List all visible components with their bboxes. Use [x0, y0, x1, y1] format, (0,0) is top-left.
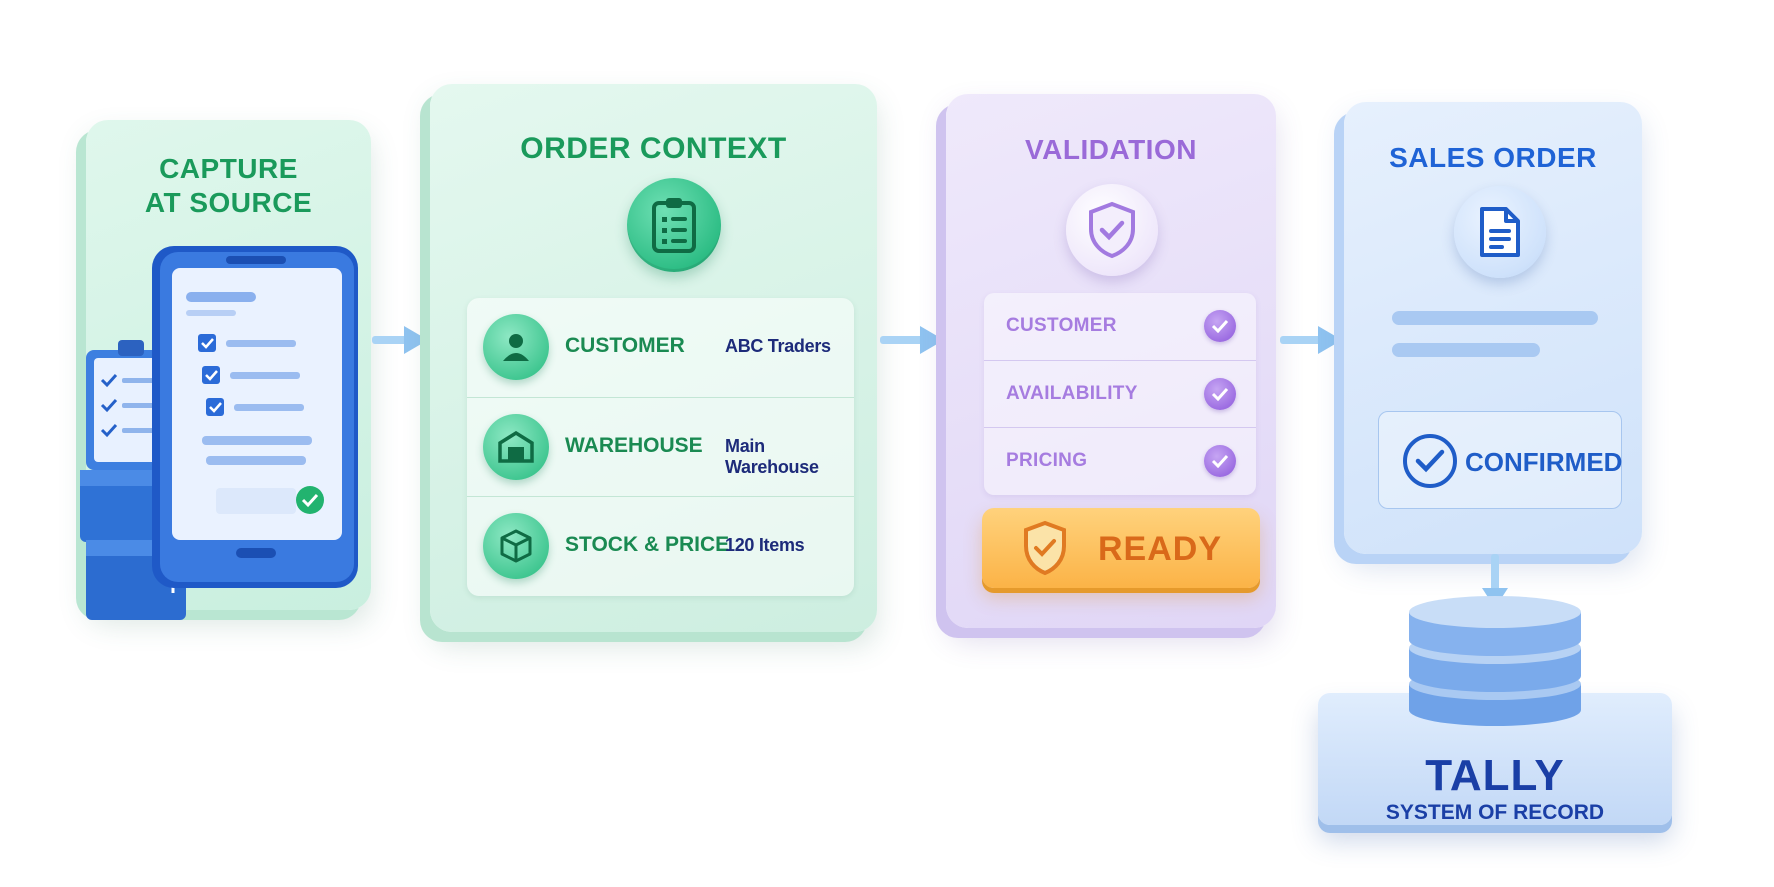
flow-arrow-3 — [1280, 326, 1342, 354]
warehouse-icon — [483, 414, 549, 480]
context-row-customer: CUSTOMER ABC Traders — [467, 298, 854, 397]
capture-title: CAPTURE AT SOURCE — [144, 153, 313, 218]
database-icon — [1409, 596, 1581, 726]
context-row-warehouse: WAREHOUSE Main Warehouse — [467, 397, 854, 497]
validation-label: PRICING — [1006, 450, 1088, 471]
context-value: 120 Items — [725, 535, 805, 555]
check-circle-icon — [1403, 434, 1457, 488]
flow-arrow-1 — [372, 326, 428, 354]
confirmed-status: CONFIRMED — [1378, 411, 1622, 509]
validation-row: AVAILABILITY — [984, 360, 1256, 427]
checkmark-icon — [1204, 378, 1236, 410]
context-label: STOCK & PRICE — [565, 533, 730, 556]
box-icon — [483, 513, 549, 579]
placeholder-line — [1392, 311, 1598, 325]
flow-arrow-2 — [880, 326, 944, 354]
clipboard-icon — [86, 340, 176, 470]
context-value: Main Warehouse — [725, 436, 819, 477]
sales-order-panel: SALES ORDER — [1344, 102, 1642, 554]
tally-subtitle: SYSTEM OF RECORD — [1385, 801, 1605, 824]
context-label: CUSTOMER — [565, 334, 685, 357]
ready-status: READY — [982, 508, 1260, 588]
checkmark-icon — [1204, 310, 1236, 342]
order-context-list: CUSTOMER ABC Traders WAREHOUSE Main Ware… — [467, 298, 854, 596]
sales-order-title: SALES ORDER — [1389, 142, 1597, 173]
validation-row: CUSTOMER — [984, 293, 1256, 359]
context-label: WAREHOUSE — [565, 434, 703, 457]
validation-row: PRICING — [984, 427, 1256, 494]
order-context-title: ORDER CONTEXT — [520, 132, 787, 165]
person-icon — [483, 314, 549, 380]
validation-title: VALIDATION — [1025, 134, 1197, 165]
validation-checklist: CUSTOMER AVAILABILITY PRICING — [984, 293, 1256, 495]
smartphone-icon — [152, 246, 358, 588]
context-value: ABC Traders — [725, 336, 831, 356]
validation-label: AVAILABILITY — [1006, 383, 1138, 404]
tally-title: TALLY — [1425, 751, 1565, 800]
context-row-stock: STOCK & PRICE 120 Items — [467, 496, 854, 596]
phone-illustration — [80, 246, 358, 620]
checkmark-icon — [1204, 445, 1236, 477]
ready-label: READY — [1098, 530, 1223, 568]
confirmed-label: CONFIRMED — [1465, 447, 1623, 477]
placeholder-line — [1392, 343, 1540, 357]
shield-icon — [1024, 520, 1066, 576]
clipboard-list-icon — [627, 178, 721, 272]
document-icon — [1454, 186, 1546, 278]
shield-check-icon — [1066, 184, 1158, 276]
validation-label: CUSTOMER — [1006, 315, 1117, 336]
